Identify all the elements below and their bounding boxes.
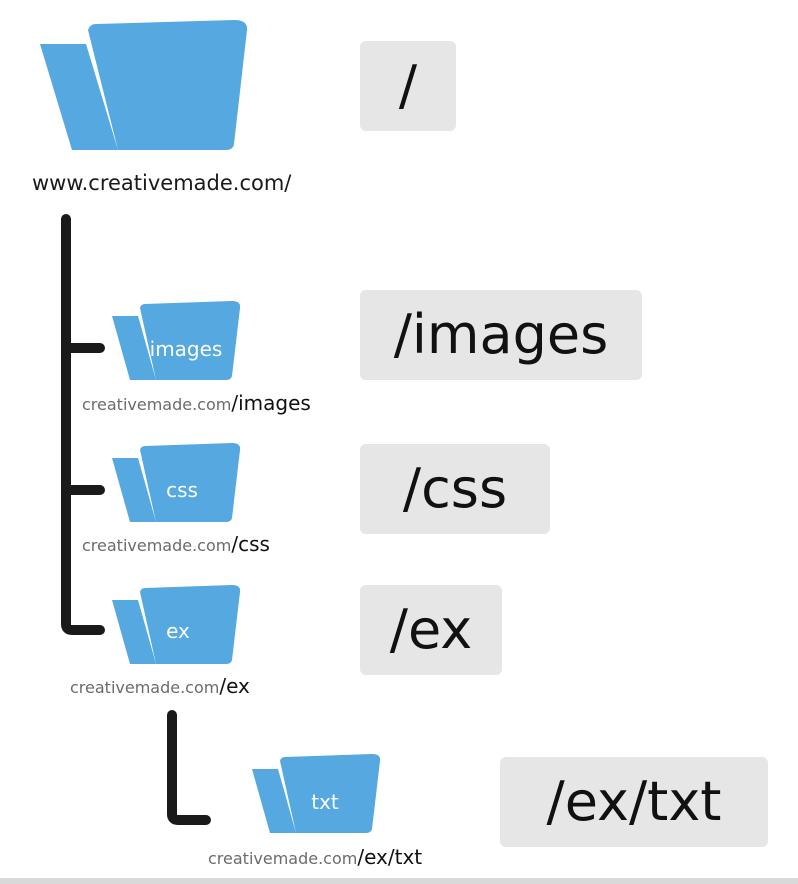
images-url-host: creativemade.com	[82, 395, 232, 414]
root-folder-icon	[40, 20, 248, 150]
txt-url: creativemade.com/ex/txt	[208, 847, 422, 867]
ex-path-text: /ex	[389, 598, 473, 661]
txt-url-host: creativemade.com	[208, 849, 358, 868]
images-folder-label: images	[149, 337, 223, 361]
root-domain-label: www.creativemade.com/	[32, 171, 292, 195]
css-url: creativemade.com/css	[82, 534, 270, 554]
css-path-text: /css	[402, 457, 508, 520]
ex-folder-icon	[112, 585, 241, 664]
ex-url-path: /ex	[219, 674, 250, 698]
tree-connector	[61, 214, 105, 635]
txt-folder-label: txt	[311, 790, 339, 814]
css-folder-label: css	[166, 478, 198, 502]
root-path-text: /	[398, 54, 418, 117]
ex-url-host: creativemade.com	[70, 678, 220, 697]
css-path-box: /css	[360, 444, 550, 534]
images-path-text: /images	[393, 303, 609, 366]
txt-path-text: /ex/txt	[546, 770, 722, 833]
images-url-path: /images	[231, 391, 311, 415]
css-folder-icon	[112, 443, 241, 522]
txt-url-path: /ex/txt	[357, 845, 423, 869]
images-url: creativemade.com/images	[82, 393, 311, 413]
txt-path-box: /ex/txt	[500, 757, 768, 847]
css-url-host: creativemade.com	[82, 536, 232, 555]
bottom-divider	[0, 878, 798, 884]
images-folder-icon	[112, 301, 241, 380]
images-path-box: /images	[360, 290, 642, 380]
ex-url: creativemade.com/ex	[70, 676, 250, 696]
sub-tree-connector	[167, 710, 211, 825]
ex-path-box: /ex	[360, 585, 502, 675]
root-path-box: /	[360, 41, 456, 131]
ex-folder-label: ex	[166, 619, 190, 643]
txt-folder-icon	[252, 754, 381, 833]
css-url-path: /css	[231, 532, 270, 556]
